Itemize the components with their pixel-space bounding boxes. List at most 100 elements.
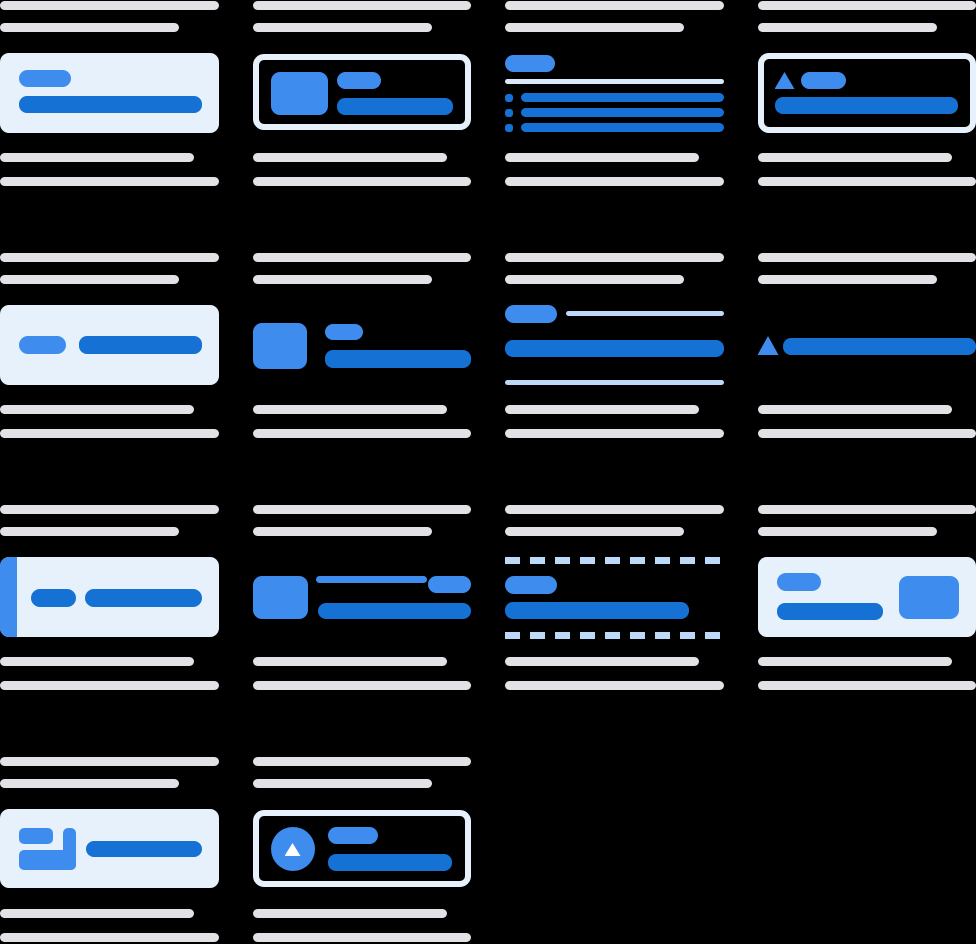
text-line — [0, 505, 219, 514]
text-line — [505, 23, 685, 32]
square-media-icon — [252, 576, 308, 619]
callout-card — [0, 53, 219, 133]
text-line — [0, 177, 219, 186]
wireframe-cell-list-with-title — [505, 0, 724, 187]
callout-card-outlined — [252, 810, 471, 887]
component-title-rule-section — [505, 305, 724, 387]
wireframe-cell-title-rule-section — [505, 252, 724, 439]
text-line — [252, 23, 432, 32]
dashed-border-top — [505, 557, 724, 564]
text-line-blue — [315, 576, 427, 583]
bottom-rule — [505, 380, 724, 385]
callout-card — [0, 809, 219, 888]
text-line — [505, 505, 724, 514]
text-line — [0, 153, 195, 162]
text-line — [757, 275, 937, 284]
component-callout-quote — [0, 809, 219, 891]
component-callout-outlined-play — [252, 809, 471, 891]
body-bar — [19, 96, 202, 113]
list-item-bar — [521, 93, 724, 102]
text-line — [252, 253, 471, 262]
title-pill — [19, 336, 66, 354]
text-line — [505, 253, 724, 262]
body-bar — [505, 602, 689, 619]
text-line — [757, 1, 976, 10]
text-line — [757, 153, 952, 162]
text-line — [757, 505, 976, 514]
body-bar — [317, 603, 471, 619]
text-line — [0, 757, 219, 766]
title-pill — [327, 827, 378, 844]
wireframe-cell-warning-inline — [757, 252, 976, 439]
divider-rule — [505, 79, 724, 84]
title-pill — [324, 324, 363, 340]
callout-card-outlined — [252, 54, 471, 130]
accent-stripe — [0, 557, 17, 637]
wireframe-cell-callout-outlined-warning — [757, 0, 976, 187]
callout-card — [0, 557, 219, 637]
text-line — [0, 275, 180, 284]
square-media-icon — [252, 323, 307, 369]
text-line — [252, 405, 447, 414]
wireframe-cell-media-block-badge — [252, 504, 472, 691]
title-pill — [776, 573, 821, 591]
text-line — [757, 23, 937, 32]
body-bar — [85, 589, 202, 607]
quote-reply-icon — [19, 850, 76, 870]
callout-card — [757, 557, 976, 637]
body-bar — [336, 98, 453, 115]
list-bullet — [505, 94, 513, 102]
trailing-rule — [566, 311, 724, 316]
title-pill — [505, 305, 557, 323]
dashed-border-bottom — [505, 632, 724, 639]
text-line — [505, 177, 724, 186]
text-line — [252, 177, 471, 186]
text-line — [252, 527, 432, 536]
text-line — [252, 681, 471, 690]
component-callout-outlined-media — [252, 53, 471, 135]
component-callout-filled-inline — [0, 305, 219, 387]
callout-card — [0, 305, 219, 385]
list-item-bar — [521, 123, 724, 132]
wireframe-cell-callout-outlined-media — [252, 0, 471, 187]
text-line — [505, 657, 700, 666]
component-callout-outlined-warning — [757, 53, 976, 135]
text-line — [757, 429, 976, 438]
title-pill — [19, 70, 71, 87]
text-line — [0, 1, 219, 10]
text-line — [505, 405, 700, 414]
text-line — [505, 681, 724, 690]
text-line — [0, 23, 180, 32]
title-pill — [800, 72, 846, 89]
body-bar — [776, 603, 883, 620]
title-pill — [336, 72, 381, 89]
text-line — [757, 253, 976, 262]
component-callout-left-accent — [0, 557, 219, 639]
text-line — [0, 933, 219, 942]
wireframe-cell-callout-outlined-play — [252, 756, 471, 943]
wireframe-cell-callout-filled — [0, 0, 219, 187]
component-media-block-badge — [252, 557, 472, 639]
text-line — [757, 681, 976, 690]
body-bar — [505, 340, 724, 357]
list-bullet — [505, 124, 513, 132]
text-line — [0, 779, 180, 788]
body-bar — [774, 97, 958, 114]
text-line — [252, 757, 471, 766]
wireframe-cell-callout-filled-inline — [0, 252, 219, 439]
wireframe-cell-callout-media-right — [757, 504, 976, 691]
text-line — [0, 253, 219, 262]
body-bar — [86, 841, 202, 857]
list-bullet — [505, 109, 513, 117]
text-line — [252, 909, 447, 918]
wireframe-cell-dashed-section — [505, 504, 724, 691]
quote-reply-icon — [19, 828, 53, 844]
text-line — [252, 153, 447, 162]
text-line — [505, 527, 685, 536]
square-media-icon — [898, 576, 959, 619]
callout-card-outlined — [757, 53, 976, 133]
text-line — [252, 429, 471, 438]
wireframe-cell-callout-quote — [0, 756, 219, 943]
square-media-icon — [270, 72, 328, 115]
